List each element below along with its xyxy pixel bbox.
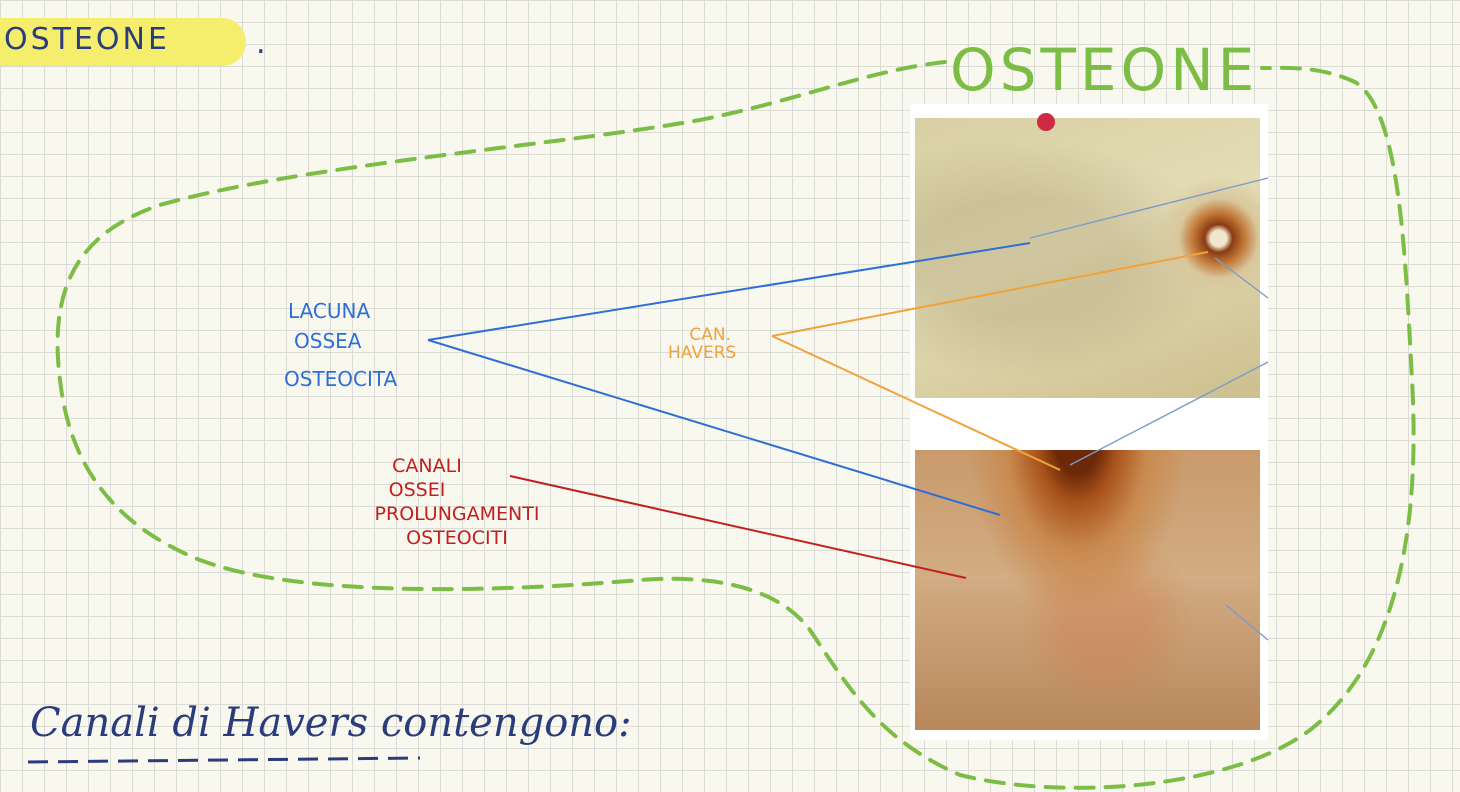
histology-photo-top <box>915 118 1260 398</box>
lacuna-leader-lines <box>427 242 1031 516</box>
label-canali-line-2: OSSEI <box>388 479 446 501</box>
photo-pointer-lines <box>1029 177 1269 641</box>
label-lacuna-line-3: OSTEOCITA <box>284 367 398 391</box>
histology-photo-bottom <box>915 450 1260 730</box>
label-canali-line-4: OSTEOCITI <box>406 527 508 549</box>
diagram-title: OSTEONE <box>950 36 1259 104</box>
label-havers: CAN. HAVERS <box>668 326 736 362</box>
label-canali: CANALI OSSEI PROLUNGAMENTI OSTEOCITI <box>332 454 582 550</box>
havers-leader-lines <box>771 251 1209 471</box>
label-lacuna-line-1: LACUNA <box>288 299 371 323</box>
osteon-dashed-outline <box>55 60 1416 790</box>
histology-photo-panel <box>910 104 1268 740</box>
label-havers-line-2: HAVERS <box>668 343 737 363</box>
note-underline <box>27 756 421 764</box>
label-lacuna: LACUNA OSSEA OSTEOCITA <box>284 296 397 394</box>
label-havers-line-1: CAN. <box>689 325 731 345</box>
page-title-period: . <box>256 26 266 61</box>
label-canali-line-1: CANALI <box>392 455 462 477</box>
label-lacuna-line-2: OSSEA <box>294 329 362 353</box>
title-highlight <box>0 18 246 66</box>
pin-marker[interactable] <box>1037 113 1055 131</box>
label-canali-line-3: PROLUNGAMENTI <box>374 503 540 525</box>
handwritten-note: Canali di Havers contengono: <box>30 700 632 746</box>
page-title: OSTEONE <box>4 22 170 57</box>
canali-leader-line <box>509 475 967 579</box>
